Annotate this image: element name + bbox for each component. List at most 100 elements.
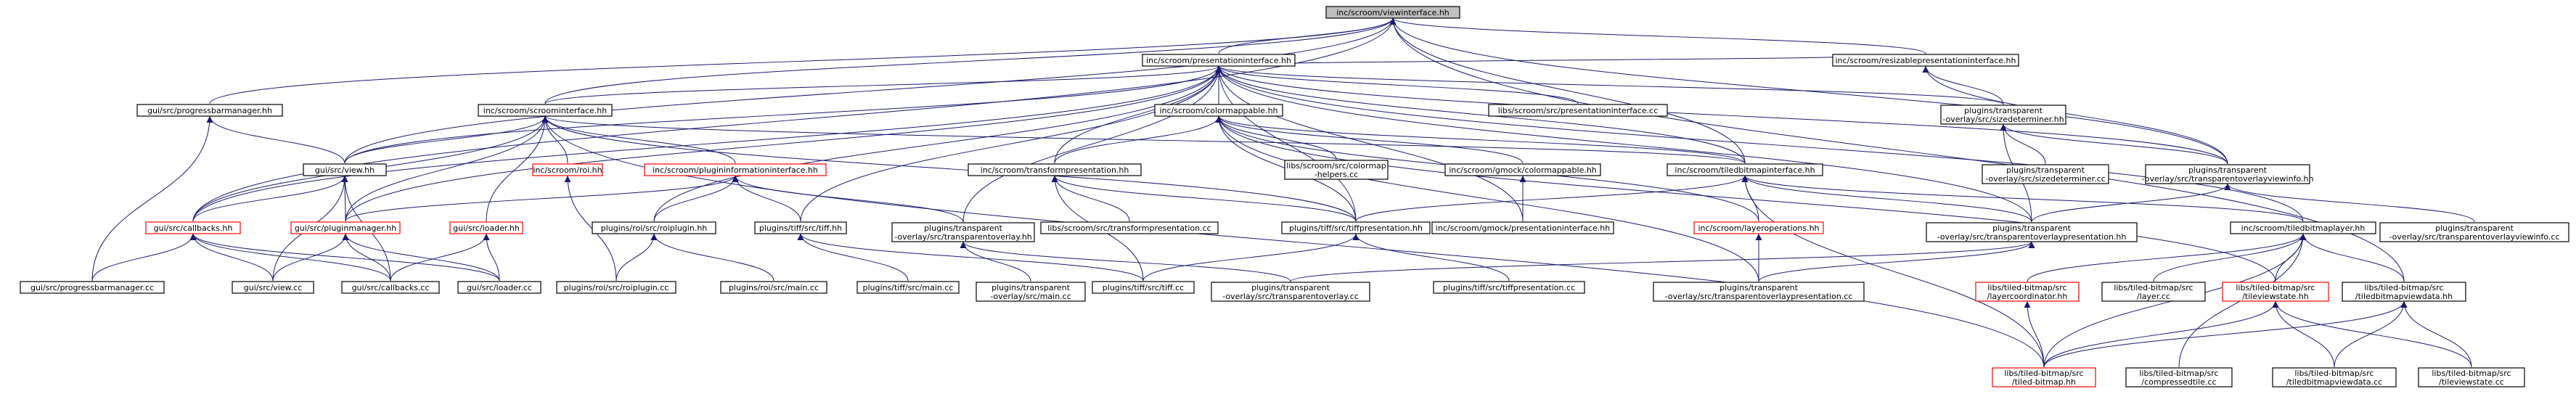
node-box: [303, 163, 387, 176]
node-plugins-transparent-overlay-src-transparentoverlayviewinfo-hh[interactable]: plugins/transparent-overlay/src/transpar…: [2142, 164, 2314, 184]
node-box: [136, 104, 283, 117]
edge-presi-tiffpres: [1215, 65, 1357, 222]
node-label: -overlay/src/transparentoverlaypresentat…: [1665, 292, 1853, 301]
node-inc-scroom-resizablepresentationinterface-hh[interactable]: inc/scroom/resizablepresentationinterfac…: [1832, 54, 2019, 67]
edge-progmgr-progcc: [91, 115, 213, 282]
node-label: gui/src/view.cc: [244, 283, 302, 292]
node-plugins-transparent-overlay-src-transparentoverlaypresentation-cc[interactable]: plugins/transparent-overlay/src/transpar…: [1653, 282, 1865, 302]
node-plugins-roi-src-main-cc[interactable]: plugins/roi/src/main.cc: [720, 281, 827, 294]
node-inc-scroom-colormappable-hh[interactable]: inc/scroom/colormappable.hh: [1154, 104, 1283, 117]
node-box: [1693, 221, 1824, 234]
edge-root-presi: [1218, 17, 1397, 54]
node-box: [1992, 367, 2096, 388]
node-libs-tiled-bitmap-src-tileviewstate-hh[interactable]: libs/tiled-bitmap/src/tileviewstate.hh: [2222, 282, 2329, 302]
node-box: [754, 221, 847, 234]
node-plugins-transparent-overlay-src-sizedeterminer-cc[interactable]: plugins/transparent-overlay/src/sizedete…: [1982, 164, 2109, 184]
node-libs-tiled-bitmap-src-tiledbitmapviewdata-cc[interactable]: libs/tiled-bitmap/src/tiledbitmapviewdat…: [2272, 367, 2397, 388]
node-plugins-tiff-src-tiffpresentation-hh[interactable]: plugins/tiff/src/tiffpresentation.hh: [1281, 221, 1431, 234]
node-inc-scroom-viewinterface-hh[interactable]: inc/scroom/viewinterface.hh: [1325, 6, 1460, 19]
node-label: inc/scroom/transformpresentation.hh: [981, 165, 1129, 175]
edge-root-resize: [1389, 17, 1926, 54]
node-box: [449, 221, 523, 234]
edge-presi-sizedet: [1215, 65, 2004, 105]
node-plugins-transparent-overlay-src-main-cc[interactable]: plugins/transparent-overlay/src/main.cc: [976, 282, 1086, 302]
node-box: [2145, 164, 2310, 184]
node-box: [2125, 367, 2233, 388]
node-libs-scroom-src-presentationinterface-cc[interactable]: libs/scroom/src/presentationinterface.cc: [1488, 104, 1668, 117]
node-gui-src-progressbarmanager-hh[interactable]: gui/src/progressbarmanager.hh: [136, 104, 283, 117]
node-label: plugins/transparent: [1964, 106, 2043, 115]
node-label: -overlay/src/sizedeterminer.cc: [1985, 174, 2106, 184]
node-inc-scroom-transformpresentation-hh[interactable]: inc/scroom/transformpresentation.hh: [968, 163, 1142, 176]
node-plugins-tiff-src-tiffpresentation-cc[interactable]: plugins/tiff/src/tiffpresentation.cc: [1433, 281, 1585, 294]
node-inc-scroom-presentationinterface-hh[interactable]: inc/scroom/presentationinterface.hh: [1142, 54, 1296, 67]
node-box: [2342, 282, 2466, 302]
node-gui-src-view-cc[interactable]: gui/src/view.cc: [232, 281, 314, 294]
node-plugins-tiff-src-tiff-cc[interactable]: plugins/tiff/src/tiff.cc: [1092, 281, 1195, 294]
node-plugins-transparent-overlay-src-transparentoverlayviewinfo-cc[interactable]: plugins/transparent-overlay/src/transpar…: [2379, 222, 2569, 242]
node-inc-scroom-plugininformationinterface-hh[interactable]: inc/scroom/plugininformationinterface.hh: [644, 163, 827, 176]
node-inc-scroom-gmock-colormappable-hh[interactable]: inc/scroom/gmock/colormappable.hh: [1444, 163, 1601, 176]
node-label: gui/src/view.hh: [315, 165, 375, 175]
node-plugins-transparent-overlay-src-transparentoverlaypresentation-hh[interactable]: plugins/transparent-overlay/src/transpar…: [1926, 222, 2138, 242]
node-inc-scroom-roi-hh[interactable]: inc/scroom/roi.hh: [532, 163, 603, 176]
edge-pluginmgr-loadercc: [342, 233, 500, 282]
node-gui-src-loader-cc[interactable]: gui/src/loader.cc: [457, 281, 541, 294]
node-gui-src-view-hh[interactable]: gui/src/view.hh: [303, 163, 387, 176]
node-label: libs/scroom/src/presentationinterface.cc: [1498, 106, 1659, 115]
edge-progmgr-view: [206, 115, 345, 164]
node-label: inc/scroom/scroominterface.hh: [483, 106, 607, 115]
node-box: [1433, 281, 1585, 294]
node-label: gui/src/loader.cc: [467, 283, 532, 292]
node-libs-tiled-bitmap-src-layercoordinator-hh[interactable]: libs/tiled-bitmap/src/layercoordinator.h…: [1975, 282, 2080, 302]
edges-layer: [91, 17, 2475, 368]
node-box: [532, 163, 603, 176]
node-label: plugins/transparent: [1720, 283, 1798, 292]
node-inc-scroom-tiledbitmaplayer-hh[interactable]: inc/scroom/tiledbitmaplayer.hh: [2230, 221, 2376, 234]
edge-tovinfo-topres: [2031, 183, 2231, 223]
node-plugins-transparent-overlay-src-sizedeterminer-hh[interactable]: plugins/transparent-overlay/src/sizedete…: [1940, 104, 2066, 125]
node-label: -overlay/src/transparentoverlaypresentat…: [1937, 232, 2127, 242]
edge-tiledbi-layerops: [1741, 175, 1759, 222]
node-libs-tiled-bitmap-src-tiledbitmapviewdata-hh[interactable]: libs/tiled-bitmap/src/tiledbitmapviewdat…: [2342, 282, 2466, 302]
edge-presi-toverlay: [962, 65, 1222, 223]
edge-scroomi-pinfo: [541, 115, 736, 164]
node-gui-src-pluginmanager-hh[interactable]: gui/src/pluginmanager.hh: [290, 221, 401, 234]
node-label: libs/tiled-bitmap/src: [2236, 283, 2315, 292]
edge-transpres-transprescc: [1051, 175, 1130, 222]
node-label: -overlay/src/transparentoverlay.cc: [1222, 292, 1359, 301]
node-label: libs/tiled-bitmap/src: [2114, 283, 2193, 292]
edge-sizedet-tovinfo: [2000, 123, 2228, 165]
node-gui-src-progressbarmanager-cc[interactable]: gui/src/progressbarmanager.cc: [20, 281, 165, 294]
node-plugins-tiff-src-main-cc[interactable]: plugins/tiff/src/main.cc: [856, 281, 960, 294]
node-inc-scroom-gmock-presentationinterface-hh[interactable]: inc/scroom/gmock/presentationinterface.h…: [1431, 221, 1614, 234]
node-plugins-roi-src-roiplugin-cc[interactable]: plugins/roi/src/roiplugin.cc: [556, 281, 676, 294]
node-inc-scroom-tiledbitmapinterface-hh[interactable]: inc/scroom/tiledbitmapinterface.hh: [1667, 163, 1823, 176]
node-inc-scroom-scroominterface-hh[interactable]: inc/scroom/scroominterface.hh: [478, 104, 613, 117]
node-libs-tiled-bitmap-src-tiled-bitmap-hh[interactable]: libs/tiled-bitmap/src/tiled-bitmap.hh: [1992, 367, 2096, 388]
node-box: [891, 222, 1035, 242]
node-label: gui/src/progressbarmanager.hh: [147, 106, 272, 115]
node-plugins-tiff-src-tiff-hh[interactable]: plugins/tiff/src/tiff.hh: [754, 221, 847, 234]
edge-root-tovinfo: [1389, 17, 2228, 165]
node-libs-tiled-bitmap-src-compressedtile-cc[interactable]: libs/tiled-bitmap/src/compressedtile.cc: [2125, 367, 2233, 388]
node-gui-src-callbacks-hh[interactable]: gui/src/callbacks.hh: [145, 221, 241, 234]
edge-tileviewstate-tbviewdatacc: [2272, 300, 2335, 368]
node-libs-scroom-src-transformpresentation-cc[interactable]: libs/scroom/src/transformpresentation.cc: [1040, 221, 1219, 234]
node-libs-tiled-bitmap-src-layer-cc[interactable]: libs/tiled-bitmap/src/layer.cc: [2101, 282, 2206, 302]
node-plugins-transparent-overlay-src-transparentoverlay-hh[interactable]: plugins/transparent-overlay/src/transpar…: [891, 222, 1035, 242]
node-box: [1211, 282, 1370, 302]
node-gui-src-loader-hh[interactable]: gui/src/loader.hh: [449, 221, 523, 234]
node-box: [1431, 221, 1614, 234]
node-plugins-roi-src-roiplugin-hh[interactable]: plugins/roi/src/roiplugin.hh: [592, 221, 716, 234]
node-libs-tiled-bitmap-src-tileviewstate-cc[interactable]: libs/tiled-bitmap/src/tileviewstate.cc: [2418, 367, 2525, 388]
node-plugins-transparent-overlay-src-transparentoverlay-cc[interactable]: plugins/transparent-overlay/src/transpar…: [1211, 282, 1370, 302]
node-label: inc/scroom/tiledbitmapinterface.hh: [1675, 165, 1815, 175]
node-label: plugins/roi/src/main.cc: [729, 283, 819, 292]
node-label: plugins/transparent: [924, 224, 1002, 233]
node-inc-scroom-layeroperations-hh[interactable]: inc/scroom/layeroperations.hh: [1693, 221, 1824, 234]
node-libs-scroom-src-colormap-helpers-cc[interactable]: libs/scroom/src/colormap-helpers.cc: [1284, 160, 1389, 180]
edge-presi-topres: [1215, 65, 2032, 223]
node-label: plugins/transparent: [2188, 165, 2267, 175]
node-gui-src-callbacks-cc[interactable]: gui/src/callbacks.cc: [341, 281, 440, 294]
